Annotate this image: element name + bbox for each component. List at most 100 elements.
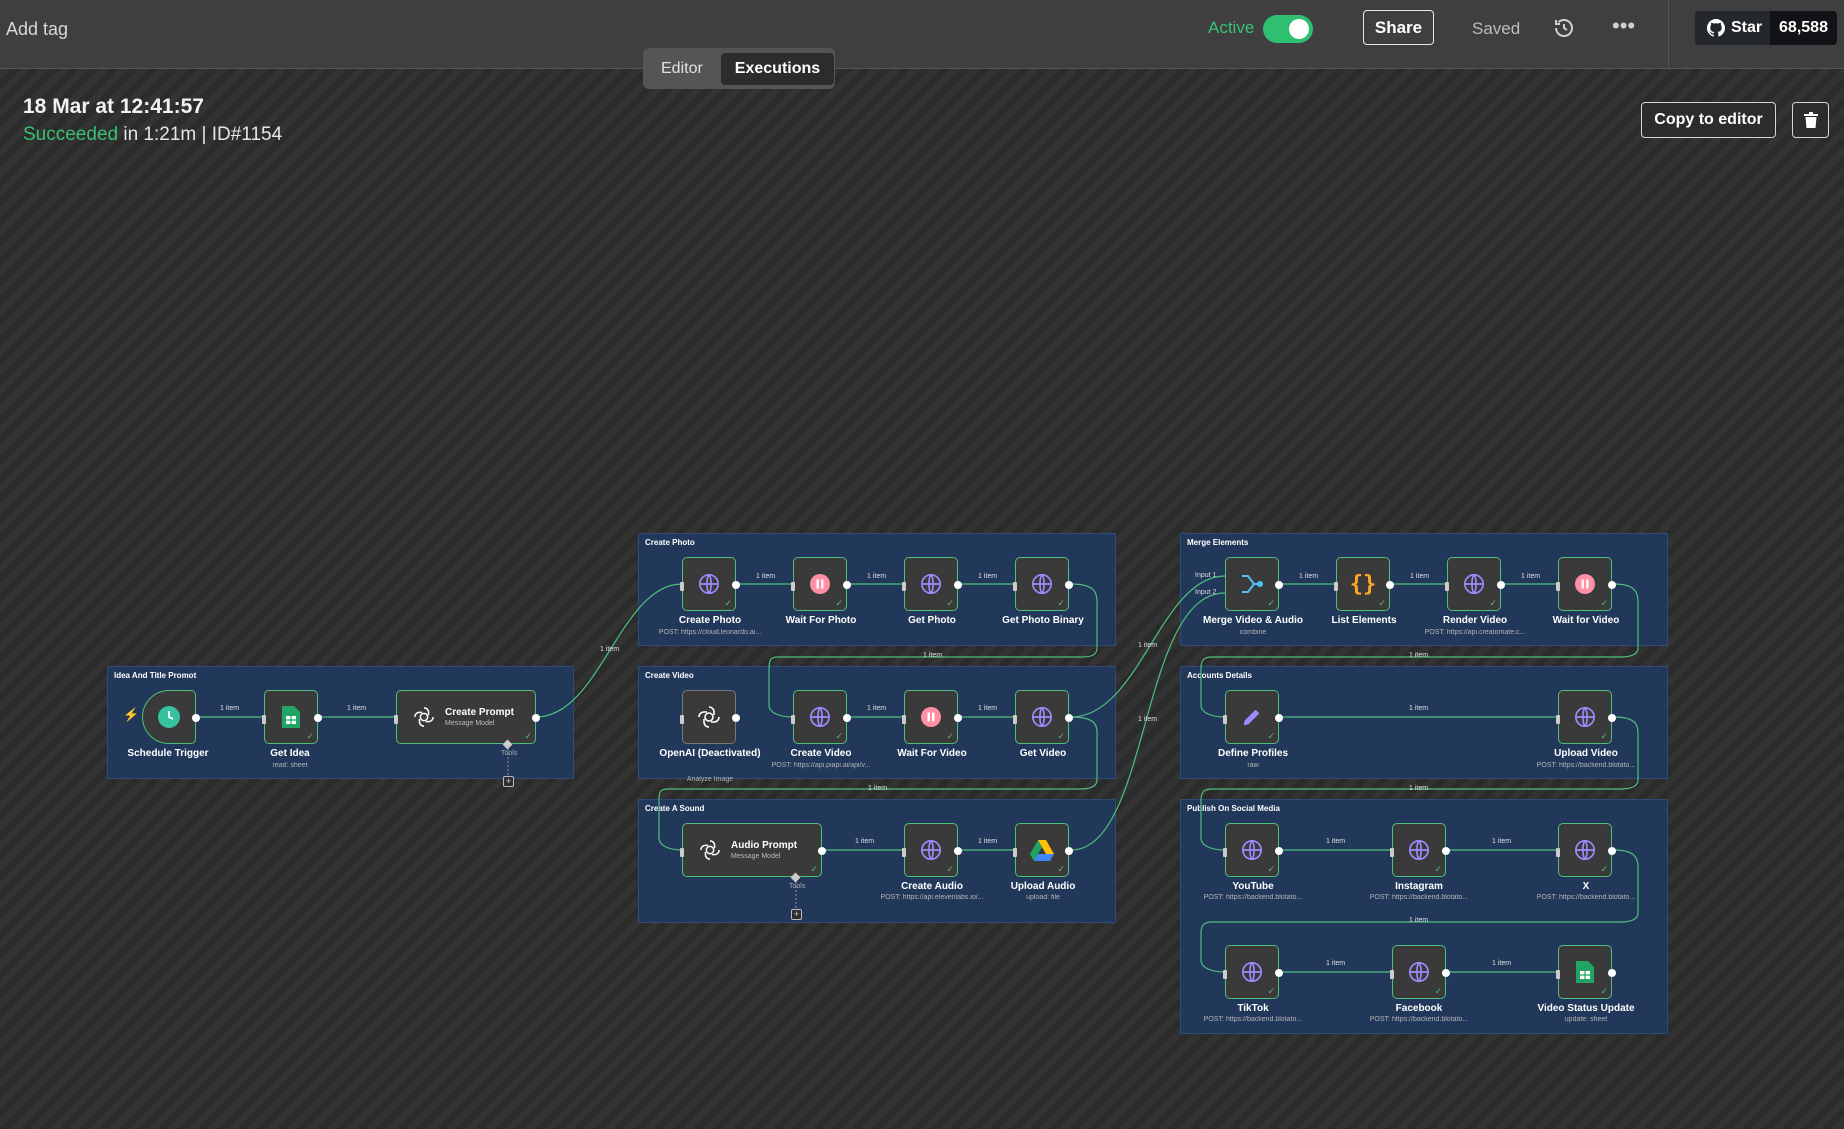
pause-icon	[921, 707, 941, 727]
node-facebook[interactable]: ✓	[1390, 945, 1450, 999]
input-port[interactable]	[902, 582, 906, 591]
globe-icon	[1242, 962, 1262, 982]
node-merge-video-audio[interactable]: ✓	[1225, 557, 1283, 611]
node-create-video[interactable]: ✓	[791, 690, 851, 744]
output-port[interactable]	[1608, 714, 1616, 722]
node-instagram[interactable]: ✓	[1390, 823, 1450, 877]
input-port[interactable]	[1013, 848, 1017, 857]
add-tool-button[interactable]: +	[791, 909, 802, 920]
output-port[interactable]	[192, 714, 200, 722]
add-tool-button[interactable]: +	[503, 776, 514, 787]
tab-editor[interactable]: Editor	[661, 59, 703, 77]
input-port[interactable]	[1556, 582, 1560, 591]
output-port[interactable]	[314, 714, 322, 722]
output-port[interactable]	[1497, 581, 1505, 589]
output-port[interactable]	[954, 847, 962, 855]
node-video-status-update[interactable]: ✓	[1556, 945, 1616, 999]
success-check-icon: ✓	[835, 731, 843, 741]
input-port[interactable]	[902, 715, 906, 724]
output-port[interactable]	[1275, 581, 1283, 589]
output-port[interactable]	[1065, 714, 1073, 722]
input-port[interactable]	[1556, 970, 1560, 979]
tab-executions[interactable]: Executions	[720, 52, 835, 85]
node-x[interactable]: ✓	[1556, 823, 1616, 877]
history-icon[interactable]	[1552, 16, 1576, 40]
output-port[interactable]	[532, 714, 540, 722]
node-get-video[interactable]: ✓	[1013, 690, 1073, 744]
input-port[interactable]	[791, 582, 795, 591]
output-port[interactable]	[1608, 969, 1616, 977]
input-port[interactable]	[680, 715, 684, 724]
node-list-elements[interactable]: {} ✓	[1334, 557, 1394, 611]
node-render-video[interactable]: ✓	[1445, 557, 1505, 611]
node-label: Get Idea	[270, 748, 310, 759]
output-port[interactable]	[1275, 714, 1283, 722]
node-openai-deactivated[interactable]	[680, 690, 740, 744]
pen-icon	[1243, 709, 1260, 726]
input-port[interactable]	[1223, 715, 1227, 724]
node-label: YouTube	[1232, 881, 1274, 892]
output-port[interactable]	[818, 847, 826, 855]
github-icon	[1707, 19, 1725, 37]
node-define-profiles[interactable]: ✓	[1223, 690, 1283, 744]
output-port[interactable]	[1442, 847, 1450, 855]
node-get-photo[interactable]: ✓	[902, 557, 962, 611]
copy-to-editor-button[interactable]: Copy to editor	[1641, 102, 1776, 138]
node-wait-for-photo[interactable]: ✓	[791, 557, 851, 611]
edge-label: 1 item	[600, 646, 620, 653]
output-port[interactable]	[1065, 581, 1073, 589]
input-port[interactable]	[1223, 970, 1227, 979]
success-check-icon: ✓	[1267, 598, 1275, 608]
node-schedule-trigger[interactable]	[142, 690, 200, 744]
node-wait-for-video-2[interactable]: ✓	[1556, 557, 1616, 611]
input-port[interactable]	[1390, 848, 1394, 857]
node-create-photo[interactable]: ✓	[680, 557, 740, 611]
input-port[interactable]	[1390, 970, 1394, 979]
output-port[interactable]	[1275, 847, 1283, 855]
output-port[interactable]	[1608, 847, 1616, 855]
input-port[interactable]	[680, 848, 684, 857]
output-port[interactable]	[843, 714, 851, 722]
active-toggle[interactable]	[1263, 15, 1313, 43]
output-port[interactable]	[954, 714, 962, 722]
github-star-count[interactable]: 68,588	[1770, 11, 1837, 45]
share-button[interactable]: Share	[1363, 10, 1434, 45]
node-get-photo-binary[interactable]: ✓	[1013, 557, 1073, 611]
output-port[interactable]	[843, 581, 851, 589]
node-upload-video[interactable]: ✓	[1556, 690, 1616, 744]
node-upload-audio[interactable]: ✓	[1013, 823, 1073, 877]
output-port[interactable]	[732, 714, 740, 722]
input-port[interactable]	[1445, 582, 1449, 591]
node-get-idea[interactable]: ✓	[262, 690, 322, 744]
output-port[interactable]	[1065, 847, 1073, 855]
input-port[interactable]	[791, 715, 795, 724]
node-wait-for-video[interactable]: ✓	[902, 690, 962, 744]
output-port[interactable]	[1275, 969, 1283, 977]
output-port[interactable]	[954, 581, 962, 589]
input-port[interactable]	[1556, 715, 1560, 724]
node-label: Video Status Update	[1537, 1003, 1635, 1014]
input-port[interactable]	[1334, 582, 1338, 591]
input-port[interactable]	[1223, 848, 1227, 857]
node-youtube[interactable]: ✓	[1223, 823, 1283, 877]
input-port[interactable]	[1013, 582, 1017, 591]
input-port[interactable]	[1013, 715, 1017, 724]
input-port[interactable]	[1556, 848, 1560, 857]
output-port[interactable]	[1386, 581, 1394, 589]
more-options-icon[interactable]: •••	[1612, 13, 1636, 38]
input-port[interactable]	[262, 715, 266, 724]
output-port[interactable]	[1608, 581, 1616, 589]
output-port[interactable]	[1442, 969, 1450, 977]
github-star-button[interactable]: Star	[1695, 11, 1770, 45]
add-tag-link[interactable]: Add tag	[6, 19, 69, 39]
node-label: Wait for Video	[1552, 615, 1620, 626]
input-port[interactable]	[680, 582, 684, 591]
output-port[interactable]	[732, 581, 740, 589]
delete-execution-button[interactable]	[1792, 102, 1829, 138]
input-port[interactable]	[394, 715, 398, 724]
node-create-audio[interactable]: ✓	[902, 823, 962, 877]
input-port[interactable]	[902, 848, 906, 857]
node-tiktok[interactable]: ✓	[1223, 945, 1283, 999]
